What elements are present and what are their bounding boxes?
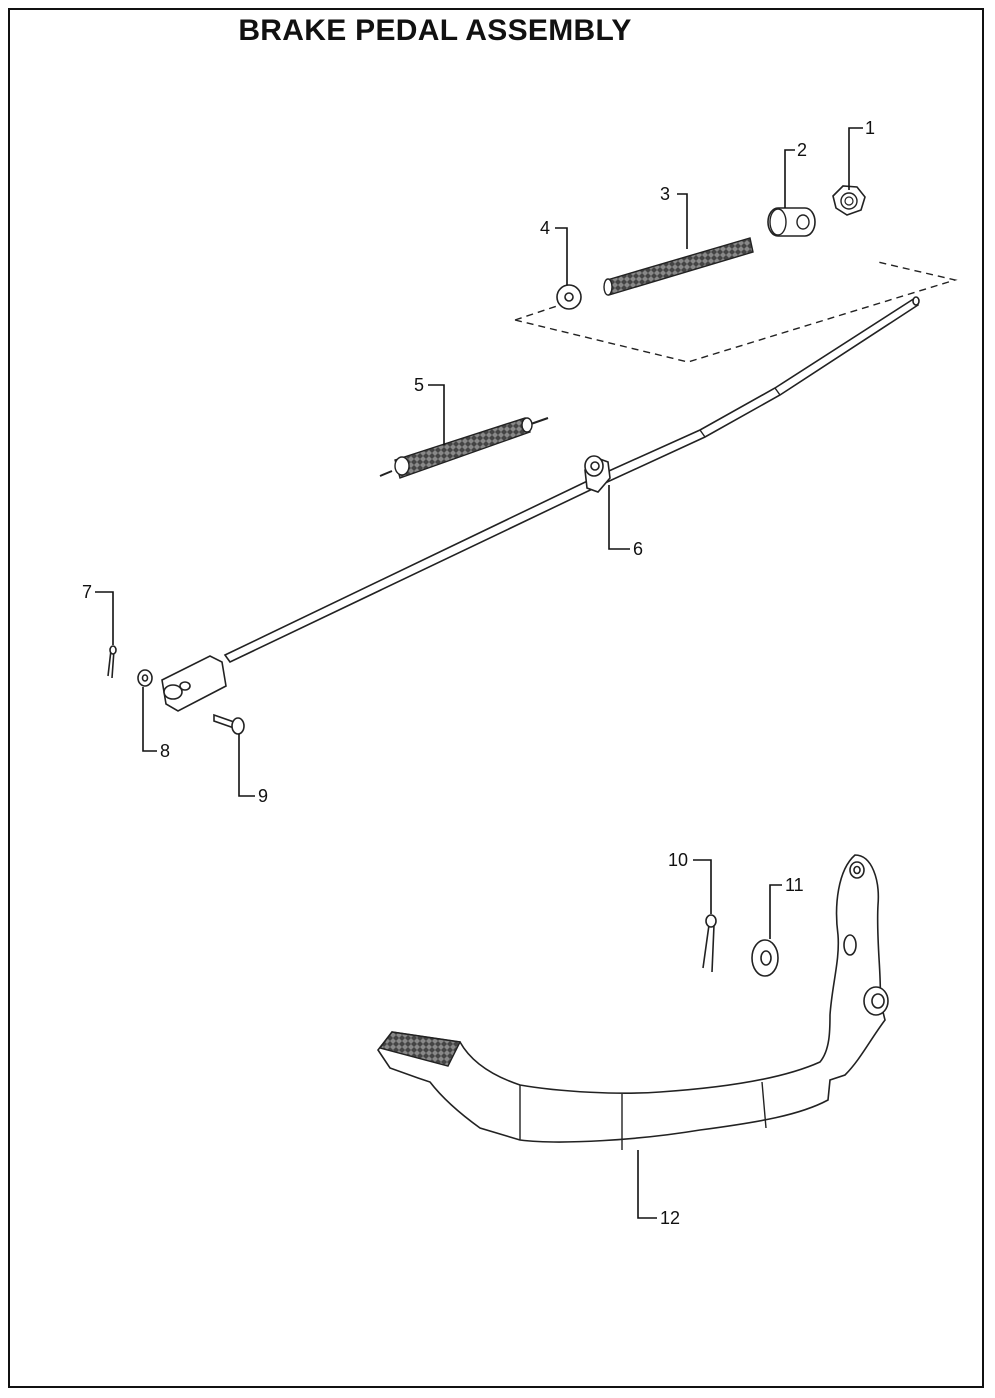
- part-11-washer: [751, 939, 779, 977]
- callout-4: 4: [540, 218, 550, 238]
- callout-2: 2: [797, 140, 807, 160]
- brake-rod: [161, 296, 920, 712]
- callout-9: 9: [258, 786, 268, 806]
- callout-3: 3: [660, 184, 670, 204]
- part-4-washer: [556, 284, 582, 310]
- callout-7: 7: [82, 582, 92, 602]
- part-5-tension-spring: [379, 417, 549, 479]
- callout-1: 1: [865, 118, 875, 138]
- callout-8: 8: [160, 741, 170, 761]
- part-3-coil-spring: [603, 237, 754, 296]
- callout-10: 10: [668, 850, 688, 870]
- part-6-rod-clamp: [584, 455, 611, 493]
- callout-labels: 1 2 3 4 5 6 7 8 9 10 11 12: [82, 118, 875, 1228]
- part-10-cotter-pin: [702, 914, 717, 973]
- callout-12: 12: [660, 1208, 680, 1228]
- part-2-bushing: [767, 207, 816, 237]
- callout-11: 11: [785, 875, 804, 895]
- part-1-nut: [832, 185, 866, 216]
- part-9-clevis-pin: [213, 713, 245, 735]
- callout-5: 5: [414, 375, 424, 395]
- part-8-washer: [137, 669, 153, 687]
- assembly-guide-dashed: [514, 261, 958, 363]
- diagram-title: BRAKE PEDAL ASSEMBLY: [238, 14, 632, 47]
- part-7-cotter-pin: [107, 645, 117, 679]
- leader-lines: [95, 127, 863, 1219]
- part-12-brake-pedal: [377, 854, 889, 1150]
- callout-6: 6: [633, 539, 643, 559]
